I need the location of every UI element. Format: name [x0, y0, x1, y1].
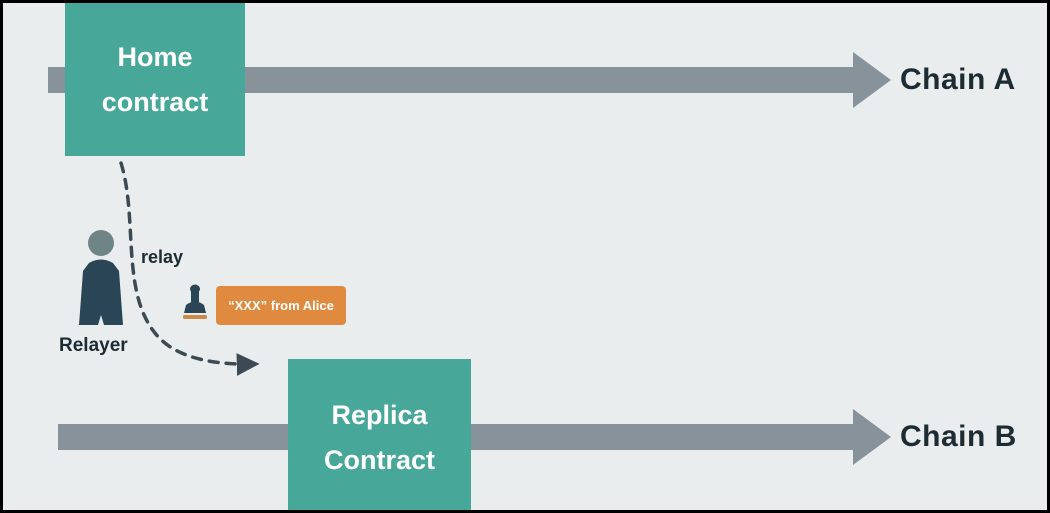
relay-label: relay: [141, 247, 184, 267]
replica-contract-box: Replica Contract: [288, 359, 471, 510]
chain-a-label: Chain A: [900, 63, 1016, 96]
chain-b-label: Chain B: [900, 420, 1017, 453]
stamp-message-box: “XXX” from Alice: [216, 286, 346, 325]
home-contract-label-line1: Home: [117, 41, 193, 72]
chain-b-right-arrow-icon: [853, 409, 891, 465]
replica-contract-label-line2: Contract: [323, 444, 435, 475]
chain-a-right-arrow-icon: [853, 52, 891, 108]
relayer-figure: [73, 229, 129, 331]
replica-contract-label-line1: Replica: [331, 399, 428, 430]
stamp-message-text: “XXX” from Alice: [228, 298, 334, 313]
home-contract-label-line2: contract: [101, 86, 209, 117]
stamp-figure: [179, 284, 211, 322]
home-contract-box: Home contract: [65, 3, 245, 156]
relayer-label: Relayer: [59, 335, 128, 356]
stamp-icon: [183, 284, 207, 319]
person-icon: [79, 230, 123, 325]
